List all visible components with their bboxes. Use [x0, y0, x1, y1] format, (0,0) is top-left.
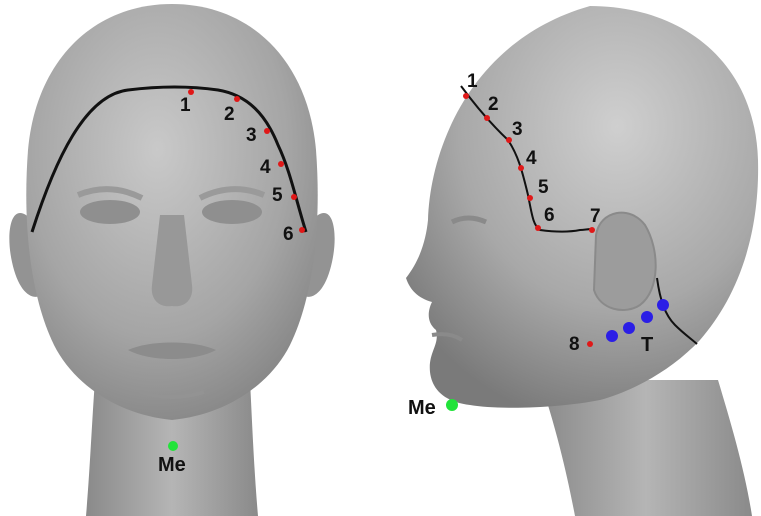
side-label-5: 5 — [538, 177, 549, 198]
tragus-point-4 — [657, 299, 669, 311]
side-label-2: 2 — [488, 94, 499, 115]
side-neck-curve — [656, 277, 698, 345]
front-label-6: 6 — [283, 224, 294, 245]
side-point-8 — [587, 341, 593, 347]
front-point-2 — [234, 96, 240, 102]
front-point-6 — [299, 227, 305, 233]
front-view-labels: 1 2 3 4 5 6 Me — [158, 95, 294, 476]
front-point-1 — [188, 89, 194, 95]
side-point-me — [446, 399, 458, 411]
tragus-point-2 — [623, 322, 635, 334]
front-eye-left — [80, 200, 140, 224]
side-point-6 — [535, 225, 541, 231]
front-label-4: 4 — [260, 157, 271, 178]
side-view-head — [406, 6, 759, 516]
front-point-4 — [278, 161, 284, 167]
front-view-head — [9, 4, 335, 516]
side-label-me: Me — [408, 397, 436, 419]
front-label-1: 1 — [180, 95, 191, 116]
front-label-3: 3 — [246, 125, 257, 146]
tragus-point-3 — [641, 311, 653, 323]
front-point-3 — [264, 128, 270, 134]
side-neck — [540, 380, 752, 516]
front-label-me: Me — [158, 454, 186, 476]
side-point-5 — [527, 195, 533, 201]
side-point-4 — [518, 165, 524, 171]
side-label-4: 4 — [526, 148, 537, 169]
front-label-5: 5 — [272, 185, 283, 206]
front-head-shape — [26, 4, 318, 420]
side-mouth — [431, 332, 464, 342]
front-mouth — [128, 342, 216, 359]
side-ear — [592, 211, 657, 311]
side-eye — [450, 215, 488, 225]
front-view-points — [168, 89, 305, 451]
side-point-3 — [506, 137, 512, 143]
side-view-labels: 1 2 3 4 5 6 7 8 Me T — [408, 71, 653, 419]
side-point-7 — [589, 227, 595, 233]
side-label-1: 1 — [467, 71, 478, 92]
front-point-me — [168, 441, 178, 451]
side-point-1 — [463, 93, 469, 99]
tragus-label: T — [641, 334, 653, 356]
front-brow — [76, 186, 266, 201]
side-point-2 — [484, 115, 490, 121]
front-hairline-curve — [30, 85, 308, 233]
front-label-2: 2 — [224, 104, 235, 125]
side-label-6: 6 — [544, 205, 555, 226]
side-label-3: 3 — [512, 119, 523, 140]
front-point-5 — [291, 194, 297, 200]
side-hairline-curve — [460, 85, 593, 233]
front-eye-right — [202, 200, 262, 224]
side-label-8: 8 — [569, 334, 580, 355]
side-view-points — [446, 93, 669, 411]
tragus-point-1 — [606, 330, 618, 342]
front-nose — [151, 215, 193, 307]
side-label-7: 7 — [590, 206, 601, 227]
side-head-shape — [406, 6, 759, 408]
front-chin-shadow — [139, 390, 205, 399]
